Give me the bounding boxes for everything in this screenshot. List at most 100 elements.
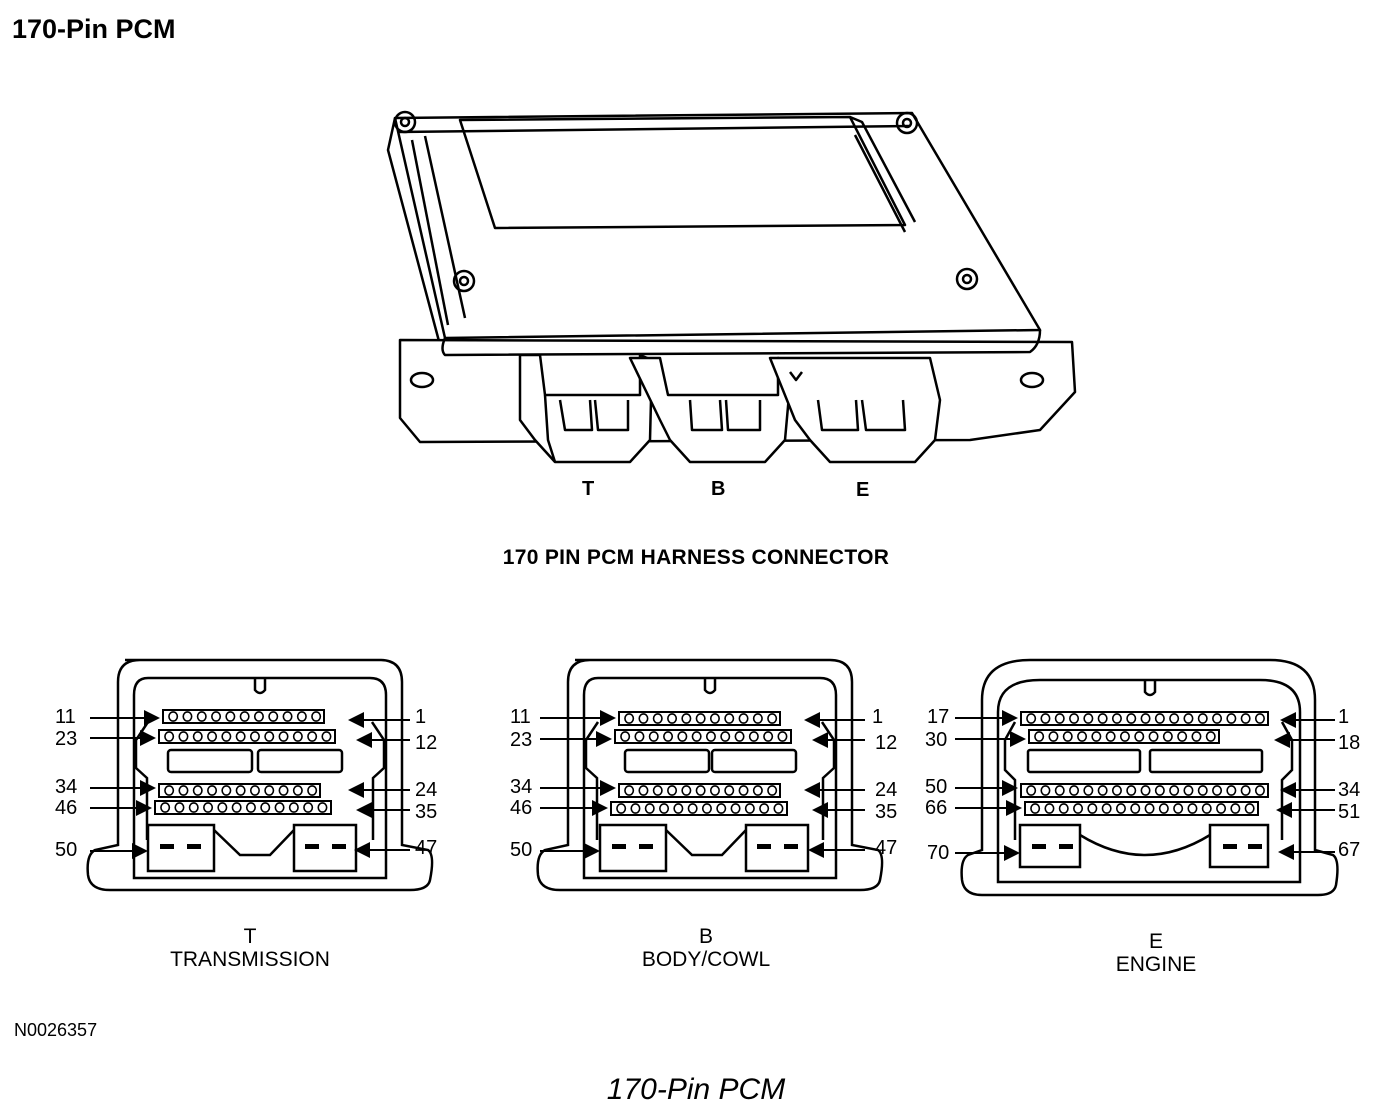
pin-cavity	[207, 785, 218, 796]
pin-label-row4-left: 66	[925, 797, 948, 819]
pin-cavity	[1183, 785, 1194, 796]
pin-cavity	[663, 731, 674, 742]
pin-cavity	[752, 713, 763, 724]
pin-cavity	[705, 731, 716, 742]
pin-cavity	[1173, 803, 1184, 814]
pin-row-2	[158, 729, 336, 749]
pin-cavity	[1083, 713, 1094, 724]
pin-label-bottom-right: 47	[875, 837, 898, 859]
pin-cavity	[1230, 803, 1241, 814]
pin-cavity	[1034, 731, 1045, 742]
pin-cavity	[1140, 785, 1151, 796]
pin-label-row3-right: 24	[415, 779, 438, 801]
pin-cavity	[311, 711, 322, 722]
pin-cavity	[249, 731, 260, 742]
pin-cavity-row	[610, 801, 788, 816]
pin-cavity	[616, 803, 627, 814]
pin-cavity	[695, 785, 706, 796]
pin-cavity	[1054, 785, 1065, 796]
pin-cavity	[217, 802, 228, 813]
pin-cavity	[1048, 731, 1059, 742]
pin-cavity	[1111, 713, 1122, 724]
pin-label-row2-left: 23	[55, 728, 78, 750]
connector-face-outline	[536, 658, 884, 892]
pin-label-row1-right: 1	[872, 706, 884, 728]
pin-cavity	[667, 713, 678, 724]
pin-label-bottom-left: 50	[55, 839, 78, 861]
pin-label-row4-left: 46	[510, 797, 533, 819]
connector-name: TRANSMISSION	[170, 948, 330, 971]
pin-cavity	[648, 731, 659, 742]
pin-cavity	[317, 802, 328, 813]
pin-cavity-row	[158, 783, 321, 798]
pin-cavity	[630, 803, 641, 814]
pin-cavity	[1040, 713, 1051, 724]
pin-cavity	[1169, 785, 1180, 796]
pin-cavity	[1254, 713, 1265, 724]
connector-face-transmission: 11 1 23 12 34 24 46 35 50 47 T TRANSMISS…	[50, 650, 450, 980]
pin-cavity-row	[1028, 729, 1220, 744]
pin-row-1	[162, 709, 325, 729]
pin-cavity	[1212, 713, 1223, 724]
pin-cavity	[235, 731, 246, 742]
pin-label-row3-right: 34	[1338, 779, 1361, 801]
connector-letter: T	[243, 925, 257, 948]
pin-cavity	[1154, 785, 1165, 796]
pin-cavity	[1030, 803, 1041, 814]
pin-cavity	[178, 731, 189, 742]
pin-cavity	[168, 711, 179, 722]
pin-cavity	[1126, 713, 1137, 724]
pin-cavity	[767, 713, 778, 724]
pin-cavity	[207, 731, 218, 742]
pin-label-row3-left: 34	[55, 776, 78, 798]
pin-cavity	[1201, 803, 1212, 814]
pin-label-row2-left: 23	[510, 729, 533, 751]
pin-cavity	[634, 731, 645, 742]
pin-row-2	[614, 729, 792, 749]
harness-connector-caption: 170 PIN PCM HARNESS CONNECTOR	[502, 546, 890, 569]
pin-cavity	[620, 731, 631, 742]
pin-cavity	[720, 731, 731, 742]
connector-face-body-cowl: 11 1 23 12 34 24 46 35 50 47 B BODY/COWL	[500, 650, 900, 980]
pin-cavity	[1097, 713, 1108, 724]
pin-cavity	[307, 731, 318, 742]
pin-cavity	[1187, 803, 1198, 814]
connector-letter: E	[1148, 930, 1163, 953]
pin-cavity	[1216, 803, 1227, 814]
pin-cavity	[274, 802, 285, 813]
pin-cavity	[1073, 803, 1084, 814]
pin-cavity	[744, 803, 755, 814]
pin-cavity	[638, 713, 649, 724]
pin-label-row1-left: 11	[510, 706, 531, 728]
pin-cavity	[182, 711, 193, 722]
pin-cavity	[160, 802, 171, 813]
pin-cavity	[188, 802, 199, 813]
pin-cavity	[1162, 731, 1173, 742]
pin-cavity	[1044, 803, 1055, 814]
pin-cavity	[1026, 713, 1037, 724]
pin-cavity	[644, 803, 655, 814]
pin-row-3	[1020, 783, 1269, 803]
pin-label-row2-right: 12	[875, 732, 898, 754]
pin-cavity-row	[1020, 783, 1269, 798]
pin-row-frame	[158, 729, 336, 744]
pin-cavity	[1240, 713, 1251, 724]
connector-letter: B	[698, 925, 713, 948]
pin-row-3	[158, 783, 321, 803]
pin-cavity	[1130, 803, 1141, 814]
pin-label-row3-right: 24	[875, 779, 898, 801]
pin-label-row1-left: 17	[927, 706, 950, 728]
pin-row-frame	[154, 800, 332, 815]
pin-cavity	[1148, 731, 1159, 742]
pin-cavity	[1197, 785, 1208, 796]
pin-cavity	[1240, 785, 1251, 796]
pin-row-frame	[1024, 801, 1259, 816]
pin-cavity	[174, 802, 185, 813]
pin-label-row3-left: 34	[510, 776, 533, 798]
pin-cavity	[659, 803, 670, 814]
pin-row-frame	[610, 801, 788, 816]
pin-cavity	[239, 711, 250, 722]
pin-cavity	[1205, 731, 1216, 742]
pin-cavity	[638, 785, 649, 796]
pin-cavity	[225, 711, 236, 722]
